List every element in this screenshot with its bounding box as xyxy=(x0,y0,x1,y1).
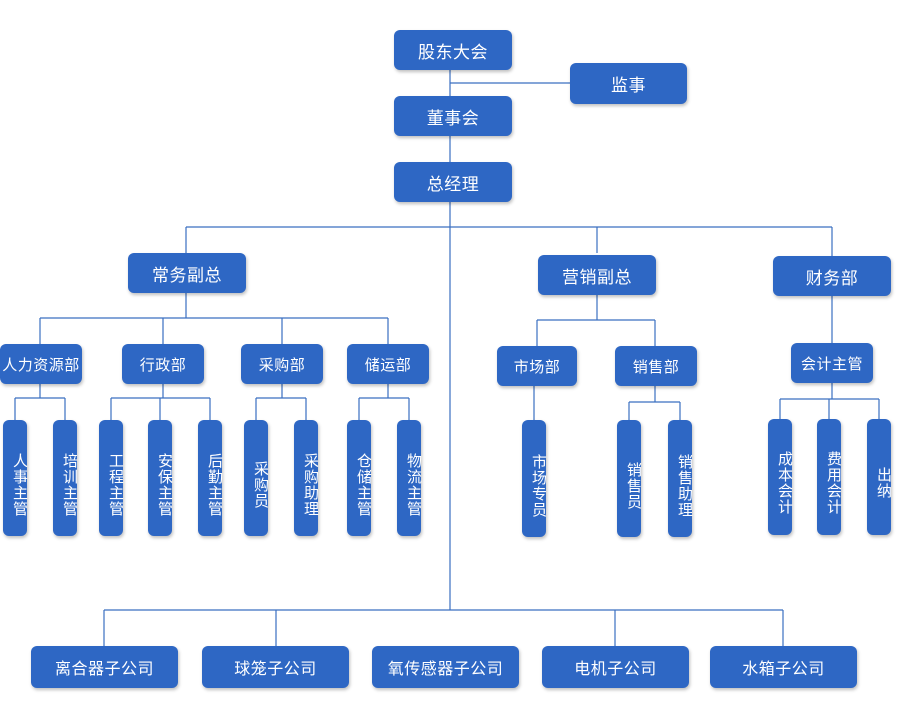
engineering-manager-node: 工程主管 xyxy=(99,420,125,536)
oxygen-sensor-subsidiary-node: 氧传感器子公司 xyxy=(372,646,519,688)
security-manager-node: 安保主管 xyxy=(148,420,174,536)
hr-dept-node: 人力资源部 xyxy=(0,344,82,384)
shareholders-meeting-node: 股东大会 xyxy=(394,30,512,70)
marketing-deputy-node: 营销副总 xyxy=(538,255,656,295)
market-specialist-node: 市场专员 xyxy=(522,420,548,537)
ball-cage-subsidiary-node: 球笼子公司 xyxy=(202,646,349,688)
water-tank-subsidiary-node: 水箱子公司 xyxy=(710,646,857,688)
executive-deputy-node: 常务副总 xyxy=(128,253,246,293)
motor-subsidiary-node: 电机子公司 xyxy=(542,646,689,688)
market-dept-node: 市场部 xyxy=(497,346,577,386)
personnel-manager-node: 人事主管 xyxy=(3,420,29,536)
salesperson-node: 销售员 xyxy=(617,420,643,537)
clutch-subsidiary-node: 离合器子公司 xyxy=(31,646,178,688)
general-manager-node: 总经理 xyxy=(394,162,512,202)
supervisor-node: 监事 xyxy=(570,63,687,104)
training-manager-node: 培训主管 xyxy=(53,420,79,536)
purchase-assistant-node: 采购助理 xyxy=(294,420,320,536)
board-of-directors-node: 董事会 xyxy=(394,96,512,136)
accounting-lead-node: 会计主管 xyxy=(791,343,873,383)
distribution-manager-node: 物流主管 xyxy=(397,420,423,536)
purchase-dept-node: 采购部 xyxy=(241,344,323,384)
cost-accountant-node: 成本会计 xyxy=(768,419,794,535)
warehouse-manager-node: 仓储主管 xyxy=(347,420,373,536)
finance-dept-node: 财务部 xyxy=(773,256,891,296)
logistics-dept-node: 储运部 xyxy=(347,344,429,384)
expense-accountant-node: 费用会计 xyxy=(817,419,843,535)
purchaser-node: 采购员 xyxy=(244,420,270,536)
cashier-node: 出纳 xyxy=(867,419,893,535)
sales-dept-node: 销售部 xyxy=(615,346,697,386)
admin-dept-node: 行政部 xyxy=(122,344,204,384)
sales-assistant-node: 销售助理 xyxy=(668,420,694,537)
logistics-support-manager-node: 后勤主管 xyxy=(198,420,224,536)
